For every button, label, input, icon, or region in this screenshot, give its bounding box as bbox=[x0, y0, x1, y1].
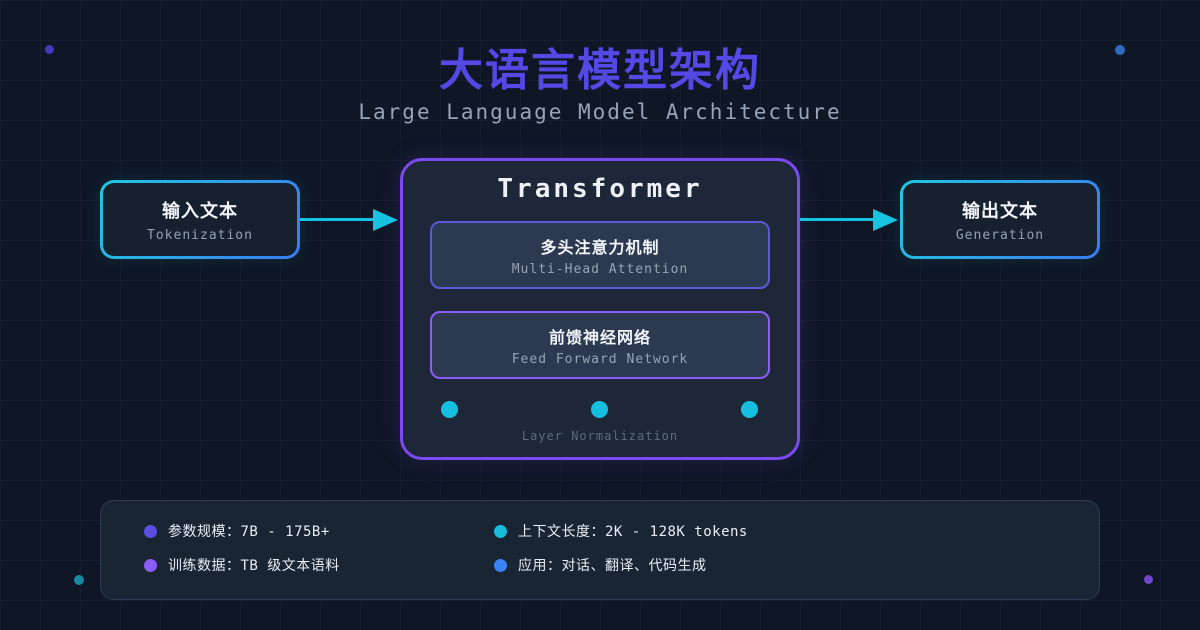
arrow-transformer-to-output-line bbox=[800, 218, 874, 221]
page-title: 大语言模型架构 bbox=[439, 45, 761, 96]
input-text-subtitle: Tokenization bbox=[147, 227, 253, 243]
layer-norm-dot bbox=[441, 401, 458, 418]
arrow-input-to-transformer-line bbox=[300, 218, 374, 221]
input-text-node: 输入文本 Tokenization bbox=[100, 180, 300, 259]
stat-item-context-length: 上下文长度：2K - 128K tokens bbox=[494, 521, 748, 541]
arrow-transformer-to-output-head bbox=[873, 209, 898, 231]
stat-item-parameters: 参数规模：7B - 175B+ bbox=[144, 521, 330, 541]
input-text-node-body: 输入文本 Tokenization bbox=[103, 183, 297, 256]
stat-label: 参数规模：7B - 175B+ bbox=[168, 524, 330, 540]
stats-panel: 参数规模：7B - 175B+ 训练数据：TB 级文本语料 上下文长度：2K -… bbox=[100, 500, 1100, 600]
attention-block-title: 多头注意力机制 bbox=[540, 237, 660, 257]
layer-norm-dot bbox=[591, 401, 608, 418]
feed-forward-block: 前馈神经网络 Feed Forward Network bbox=[430, 311, 770, 379]
bullet-icon bbox=[144, 558, 157, 572]
arrow-input-to-transformer-head bbox=[373, 209, 398, 231]
page-subtitle: Large Language Model Architecture bbox=[358, 100, 842, 124]
input-text-title: 输入文本 bbox=[162, 200, 238, 222]
stat-label: 上下文长度：2K - 128K tokens bbox=[518, 524, 748, 540]
bullet-icon bbox=[494, 524, 507, 538]
stat-label: 应用：对话、翻译、代码生成 bbox=[518, 558, 707, 574]
output-text-title: 输出文本 bbox=[962, 200, 1038, 222]
ffn-block-title: 前馈神经网络 bbox=[548, 327, 651, 347]
transformer-node: Transformer 多头注意力机制 Multi-Head Attention… bbox=[400, 158, 800, 460]
output-text-node-body: 输出文本 Generation bbox=[903, 183, 1097, 256]
attention-block-subtitle: Multi-Head Attention bbox=[511, 261, 689, 277]
stat-label: 训练数据：TB 级文本语料 bbox=[168, 558, 340, 574]
decor-dot-bottom-right bbox=[1144, 575, 1153, 584]
stat-item-applications: 应用：对话、翻译、代码生成 bbox=[494, 555, 707, 575]
decor-dot-top-right bbox=[1115, 45, 1125, 55]
output-text-node: 输出文本 Generation bbox=[900, 180, 1100, 259]
stat-item-training-data: 训练数据：TB 级文本语料 bbox=[144, 555, 340, 575]
layer-norm-dot bbox=[741, 401, 758, 418]
bullet-icon bbox=[144, 524, 157, 538]
output-text-subtitle: Generation bbox=[955, 227, 1045, 243]
decor-dot-top-left bbox=[45, 45, 54, 54]
layer-norm-label: Layer Normalization bbox=[521, 429, 679, 443]
ffn-block-subtitle: Feed Forward Network bbox=[511, 351, 689, 367]
decor-dot-bottom-left bbox=[74, 575, 84, 585]
bullet-icon bbox=[494, 558, 507, 572]
multi-head-attention-block: 多头注意力机制 Multi-Head Attention bbox=[430, 221, 770, 289]
transformer-title: Transformer bbox=[497, 174, 703, 204]
